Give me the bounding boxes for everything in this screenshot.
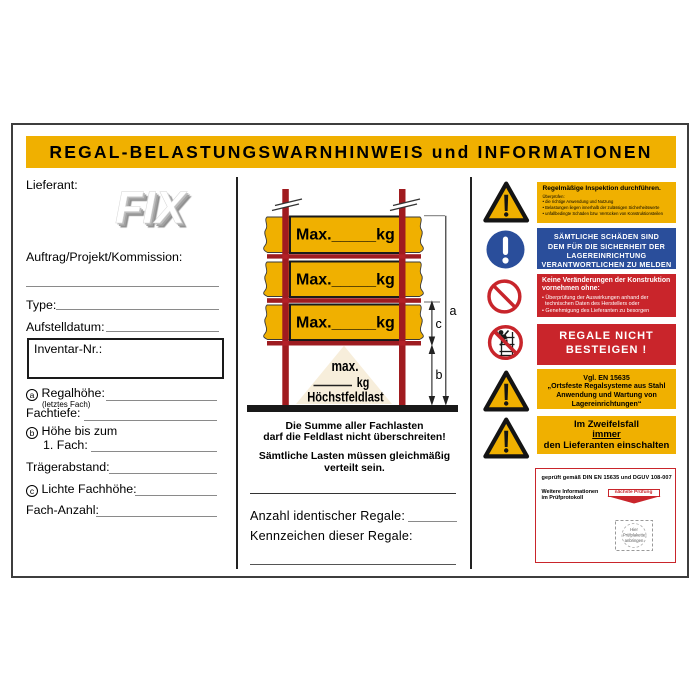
svg-text:Max._____kg: Max._____kg	[296, 227, 395, 244]
svg-text:Höchstfeldlast: Höchstfeldlast	[307, 389, 384, 404]
svg-text:max.: max.	[332, 358, 359, 375]
svg-text:anbringen: anbringen	[624, 538, 643, 543]
svg-text:Max._____kg: Max._____kg	[296, 272, 395, 289]
svg-text:kg: kg	[357, 375, 370, 390]
svg-text:b: b	[436, 368, 443, 382]
svg-text:Prüfplakette: Prüfplakette	[622, 532, 645, 537]
svg-text:c: c	[436, 317, 442, 331]
svg-text:Hier: Hier	[630, 527, 638, 532]
svg-text:a: a	[450, 304, 457, 318]
svg-text:Max._____kg: Max._____kg	[296, 315, 395, 332]
